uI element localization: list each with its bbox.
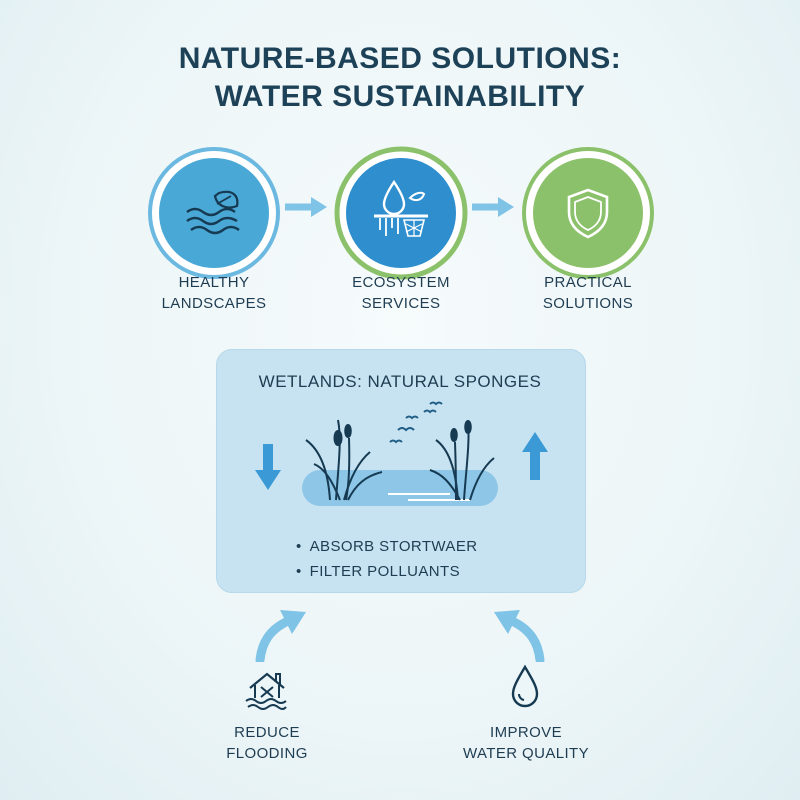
- flow-arrow-right: [285, 197, 327, 217]
- step-label-practical-solutions: PRACTICAL SOLUTIONS: [542, 274, 634, 312]
- wetlands-bullets: ABSORB STORTWAER FILTER POLLUANTS: [296, 534, 477, 584]
- step-label-ecosystem-services: ECOSYSTEM SERVICES: [352, 274, 450, 312]
- curved-arrow-up-left: [494, 610, 545, 662]
- arrow-up-icon: [522, 432, 548, 480]
- step-label-healthy-landscapes: HEALTHY LANDSCAPES: [161, 274, 267, 312]
- benefit-improve-water-quality: IMPROVE WATER QUALITY: [462, 724, 590, 762]
- title-line-1: NATURE-BASED SOLUTIONS:: [178, 42, 622, 75]
- leaf-waves-icon: [148, 147, 280, 279]
- curved-arrow-up-right: [255, 610, 306, 662]
- water-drop-icon: [511, 664, 539, 708]
- house-flood-icon: [245, 672, 287, 710]
- flow-arrow-right: [472, 197, 514, 217]
- page-title: NATURE-BASED SOLUTIONS: WATER SUSTAINABI…: [0, 40, 800, 116]
- bullet-absorb: ABSORB STORTWAER: [296, 534, 477, 559]
- arrow-down-icon: [255, 444, 281, 490]
- wetland-reeds-icon: [302, 401, 498, 506]
- wetlands-title: WETLANDS: NATURAL SPONGES: [258, 372, 542, 391]
- shield-icon: [522, 147, 654, 279]
- benefit-reduce-flooding: REDUCE FLOODING: [226, 724, 308, 762]
- step-ecosystem-services: [334, 146, 468, 280]
- water-drop-filter-icon: [334, 146, 468, 280]
- bullet-filter: FILTER POLLUANTS: [296, 559, 477, 584]
- step-practical-solutions: [521, 146, 655, 280]
- step-healthy-landscapes: [147, 146, 281, 280]
- title-line-2: WATER SUSTAINABILITY: [214, 80, 586, 113]
